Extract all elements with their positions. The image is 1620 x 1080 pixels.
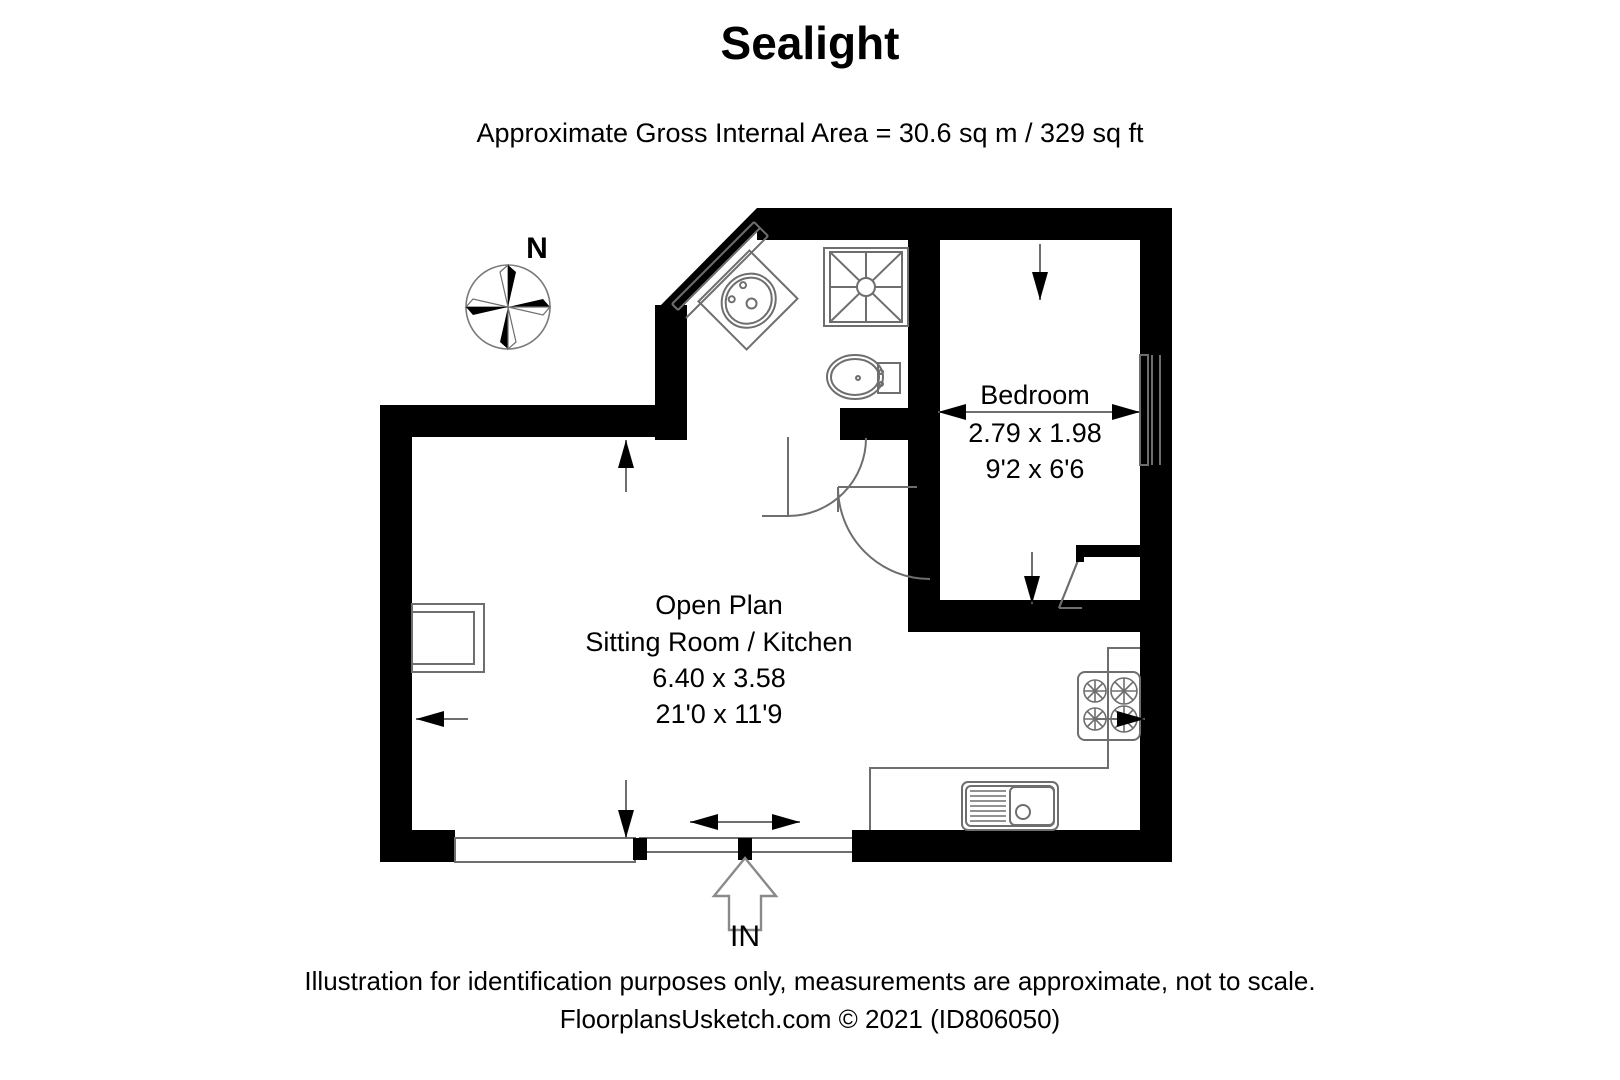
wall-right-outer (1140, 208, 1172, 862)
sink-basin-icon (697, 249, 799, 351)
dim-arrow-bedroom-width (938, 404, 1140, 420)
wall-top (757, 208, 1172, 240)
gross-internal-area-text: Approximate Gross Internal Area = 30.6 s… (476, 118, 1144, 148)
dim-arrow-entry-door (690, 814, 800, 830)
wall-bedroom-bottom (908, 600, 1140, 632)
wall-bottom-right (852, 830, 1172, 862)
shower-icon (823, 247, 909, 327)
open-plan-metric: 6.40 x 3.58 (652, 663, 786, 693)
dimension-arrows-group (416, 244, 1145, 838)
wall-bedroom-left-lower (908, 440, 940, 632)
dim-arrow-living-left (416, 711, 468, 727)
entry-arrow-icon (711, 856, 779, 932)
bedroom-name: Bedroom (980, 380, 1090, 410)
windows-group (454, 221, 1161, 859)
toilet-icon (826, 354, 901, 400)
open-plan-name-line2: Sitting Room / Kitchen (585, 627, 852, 657)
compass-rose-icon (464, 263, 552, 351)
dim-arrow-hob (1095, 711, 1145, 727)
jamb-center (738, 838, 752, 860)
door-bedroom (837, 486, 931, 580)
room-label-bedroom: Bedroom 2.79 x 1.98 9'2 x 6'6 (968, 380, 1102, 484)
wall-bathroom-bottom (840, 408, 940, 440)
door-jambs-group (633, 838, 752, 860)
footer-copyright: FloorplansUsketch.com © 2021 (ID806050) (559, 1004, 1061, 1034)
kitchen-counter (869, 647, 1140, 830)
entry-in-label: IN (730, 920, 760, 953)
bay-window-reveal (454, 837, 636, 863)
bedroom-metric: 2.79 x 1.98 (968, 418, 1102, 448)
bedroom-imperial: 9'2 x 6'6 (986, 454, 1085, 484)
room-label-open-plan: Open Plan Sitting Room / Kitchen 6.40 x … (585, 590, 852, 729)
wall-left-outer (380, 405, 412, 862)
wall-living-top (380, 405, 687, 437)
door-bathroom (762, 437, 867, 517)
jamb-left (633, 838, 647, 860)
dim-arrow-living-bottom (618, 780, 634, 838)
walls-group (380, 208, 1172, 862)
window-angled-bathroom (671, 221, 769, 319)
dim-arrow-living-top (618, 440, 634, 492)
wall-bottom-left (380, 830, 455, 862)
wall-bathroom-bedroom-divider (908, 240, 940, 440)
cupboard-recess (1076, 545, 1140, 557)
page-title: Sealight (720, 17, 900, 69)
kitchen-sink-icon (961, 781, 1059, 831)
open-plan-imperial: 21'0 x 11'9 (656, 699, 783, 729)
open-plan-name-line1: Open Plan (655, 590, 783, 620)
dim-arrow-bedroom-top (1032, 244, 1048, 300)
compass-north-label: N (526, 232, 548, 265)
footer-disclaimer: Illustration for identification purposes… (304, 966, 1316, 996)
fireplace-icon (411, 603, 485, 673)
dim-arrow-bedroom-bottom (1024, 552, 1040, 604)
window-bedroom-right (1139, 354, 1161, 466)
